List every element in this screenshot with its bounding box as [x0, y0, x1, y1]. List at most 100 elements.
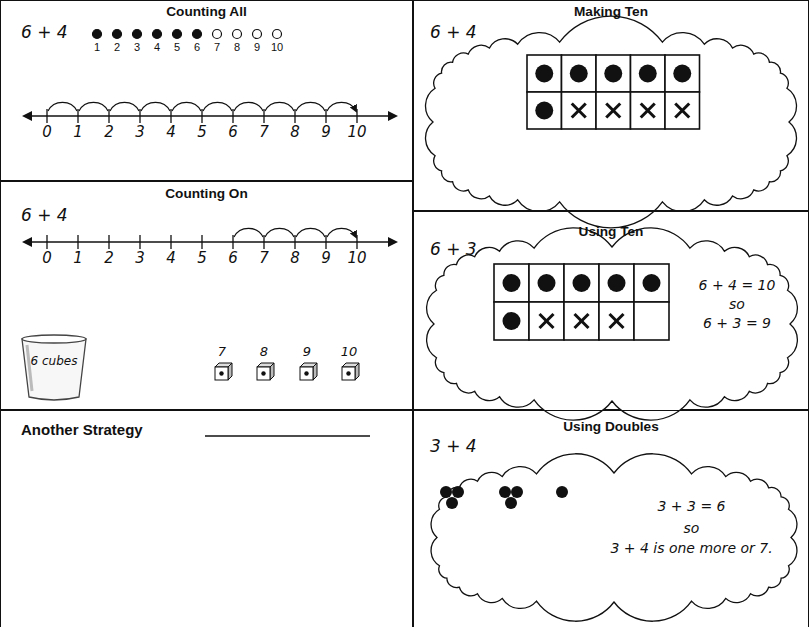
ten-frame-cell — [599, 264, 634, 302]
ten-frame-cell — [494, 302, 529, 340]
counter-dot — [643, 274, 661, 292]
number-label: 7 — [214, 41, 220, 53]
number-label: 1 — [94, 41, 100, 53]
expression: 6 + 4 — [21, 23, 68, 43]
panel-heading: Another Strategy — [21, 421, 143, 438]
cloud-outline — [427, 228, 798, 420]
panel-heading: Counting All — [1, 4, 412, 20]
ten-frame-cell — [631, 55, 666, 92]
tick-mark — [263, 109, 264, 123]
ten-frame-cell — [529, 264, 564, 302]
expression: 6 + 4 — [430, 23, 477, 43]
tick-mark — [325, 109, 326, 123]
strategy-panel: Another Strategy — [0, 410, 413, 627]
x-mark — [540, 314, 554, 328]
counter-dot — [440, 486, 452, 498]
number-label: 4 — [166, 250, 176, 267]
ten-frame-cell — [596, 55, 631, 92]
number-label: 5 — [197, 124, 207, 141]
number-label: 3 — [135, 124, 145, 141]
cube-cup: 6 cubes — [19, 333, 89, 403]
hop-arc — [296, 102, 325, 111]
tick-mark — [139, 109, 140, 123]
counter-dot — [133, 30, 142, 39]
x-mark — [675, 104, 689, 118]
x-mark — [572, 104, 586, 118]
tick-mark — [232, 235, 233, 249]
thought-cloud — [426, 16, 797, 228]
strategy-panel: Making Ten6 + 4 — [413, 0, 809, 211]
number-label: 10 — [341, 345, 358, 359]
cube-face — [215, 367, 228, 380]
counter-dot — [93, 30, 102, 39]
number-label: 10 — [347, 250, 366, 267]
number-label: 9 — [254, 41, 260, 53]
counter-dot — [556, 486, 568, 498]
tick-mark — [108, 109, 109, 123]
thought-cloud: 3 + 3 = 6 so 3 + 4 is one more or 7. — [429, 465, 799, 610]
x-mark — [606, 104, 620, 118]
strategy-panel: Counting All 6 + 4 — [0, 0, 413, 181]
cube-side — [228, 363, 232, 380]
cloud-outline — [431, 454, 797, 621]
tick-mark — [108, 235, 109, 249]
ten-frame-cell — [562, 55, 597, 92]
number-label: 10 — [271, 41, 283, 53]
number-label: 0 — [42, 250, 52, 267]
number-line — [24, 241, 396, 243]
note-text: 6 + 4 = 10 — [681, 277, 793, 293]
cube-face — [300, 367, 313, 380]
hop-arc — [234, 228, 263, 237]
cube-dot — [346, 371, 350, 375]
hop-arc — [203, 102, 232, 111]
x-mark — [572, 104, 586, 118]
tick-mark — [356, 109, 357, 123]
counter-dot — [570, 65, 588, 83]
x-mark — [675, 104, 689, 118]
cube-dot — [304, 371, 308, 375]
thought-cloud: 6 + 4 = 10so6 + 3 = 9 — [426, 239, 798, 409]
cube-side — [270, 363, 274, 380]
x-mark — [610, 314, 624, 328]
ten-frame-cell — [527, 55, 562, 92]
note-text: 3 + 3 = 6 — [594, 498, 789, 514]
number-label: 7 — [218, 345, 226, 359]
tick-mark — [77, 235, 78, 249]
counter-dot — [639, 65, 657, 83]
hop-arc — [172, 102, 201, 111]
tick-mark — [263, 235, 264, 249]
counter-dot — [193, 30, 202, 39]
counter-dot — [535, 65, 553, 83]
note-text: 3 + 4 is one more or 7. — [594, 540, 789, 556]
tick-mark — [356, 235, 357, 249]
tick-mark — [46, 235, 47, 249]
x-mark — [540, 314, 554, 328]
number-label: 6 — [228, 124, 238, 141]
x-mark — [575, 314, 589, 328]
counter-dot — [213, 30, 222, 39]
counter-dot — [538, 274, 556, 292]
number-label: 8 — [260, 345, 268, 359]
number-label: 0 — [42, 124, 52, 141]
panel-heading: Counting On — [1, 186, 412, 202]
tick-mark — [201, 235, 202, 249]
number-label: 8 — [290, 124, 300, 141]
tick-mark — [170, 109, 171, 123]
number-label: 9 — [303, 345, 311, 359]
counter-dot — [233, 30, 242, 39]
counter-dot — [446, 497, 458, 509]
counter-dot — [153, 30, 162, 39]
number-label: 3 — [135, 250, 145, 267]
number-label: 6 — [194, 41, 200, 53]
hop-arc — [265, 102, 294, 111]
counter-dot — [503, 274, 521, 292]
number-label: 7 — [259, 124, 269, 141]
note-text: so — [681, 296, 793, 312]
tick-mark — [294, 235, 295, 249]
hop-arc — [327, 228, 356, 237]
x-mark — [606, 104, 620, 118]
tick-mark — [201, 109, 202, 123]
ten-frame-cell — [564, 264, 599, 302]
note-text: so — [594, 520, 789, 536]
counter-dot — [511, 486, 523, 498]
